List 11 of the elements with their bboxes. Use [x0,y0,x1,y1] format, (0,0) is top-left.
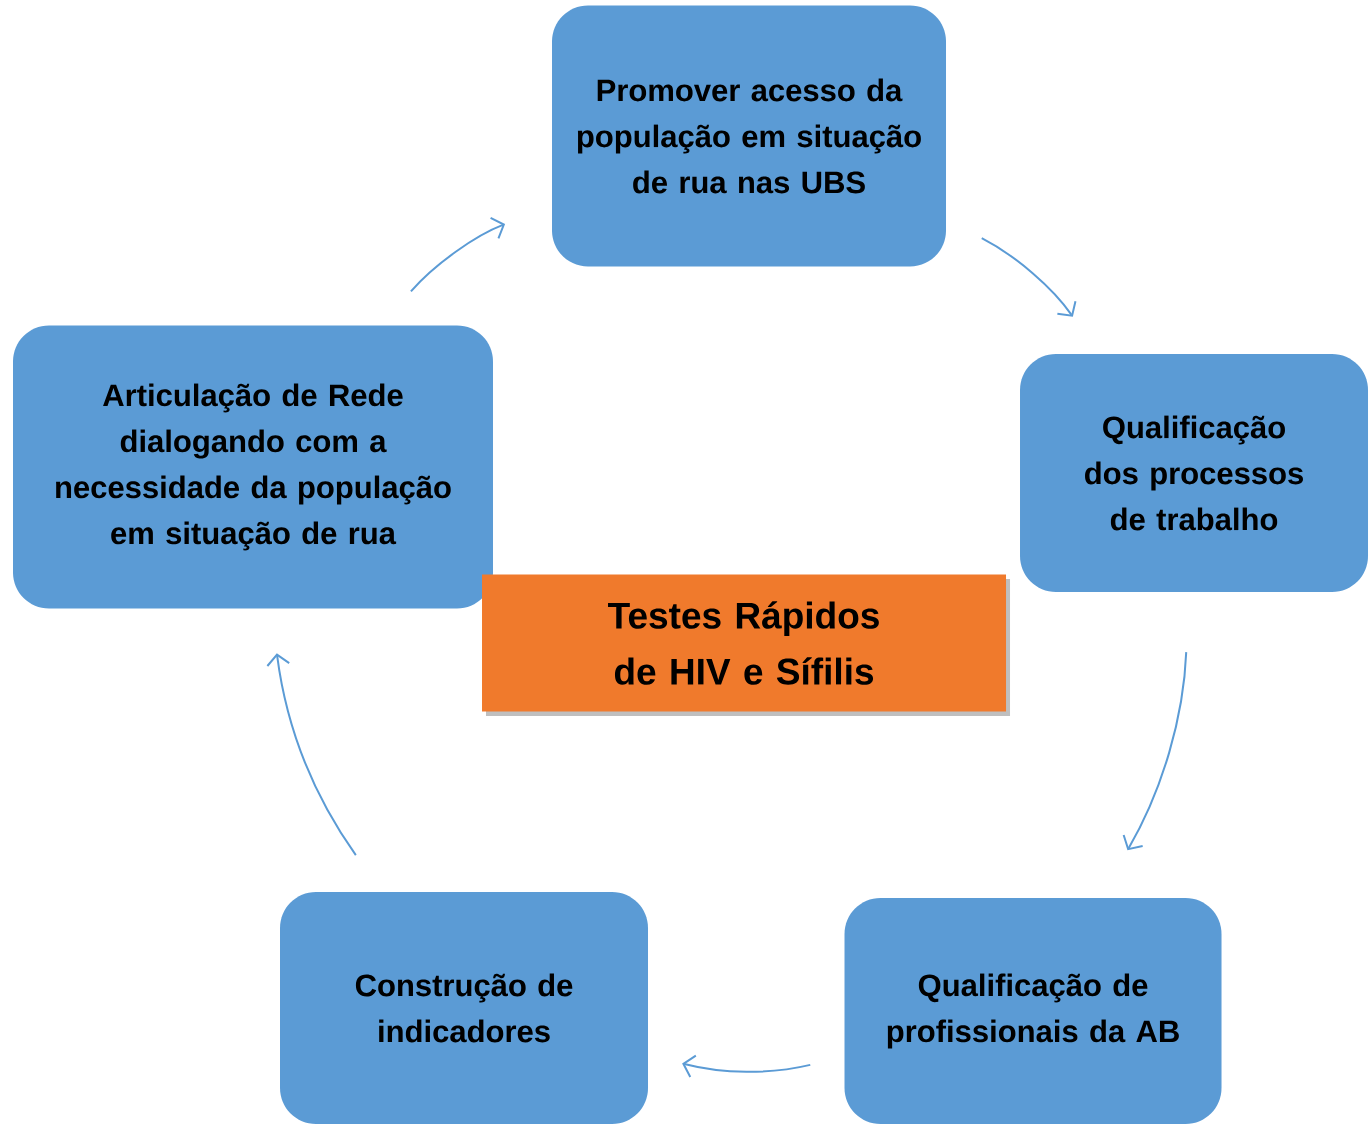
arrow [682,1054,812,1078]
process-box: Qualificação dos processos de trabalho [1020,354,1368,592]
arrow [409,216,506,293]
process-box: Promover acesso da população em situação de rua nas UBS [552,5,946,267]
process-box: Construção de indicadores [280,892,648,1124]
arrow [980,237,1077,317]
arrow [1122,651,1188,851]
title-box: Testes Rápidos de HIV e Sífilis [482,574,1010,716]
arrow [266,653,357,857]
process-box: Articulação de Rede dialogando com a necessidade da população em situação de rua [13,325,493,609]
process-box: Qualificação de profissionais da AB [844,898,1222,1124]
